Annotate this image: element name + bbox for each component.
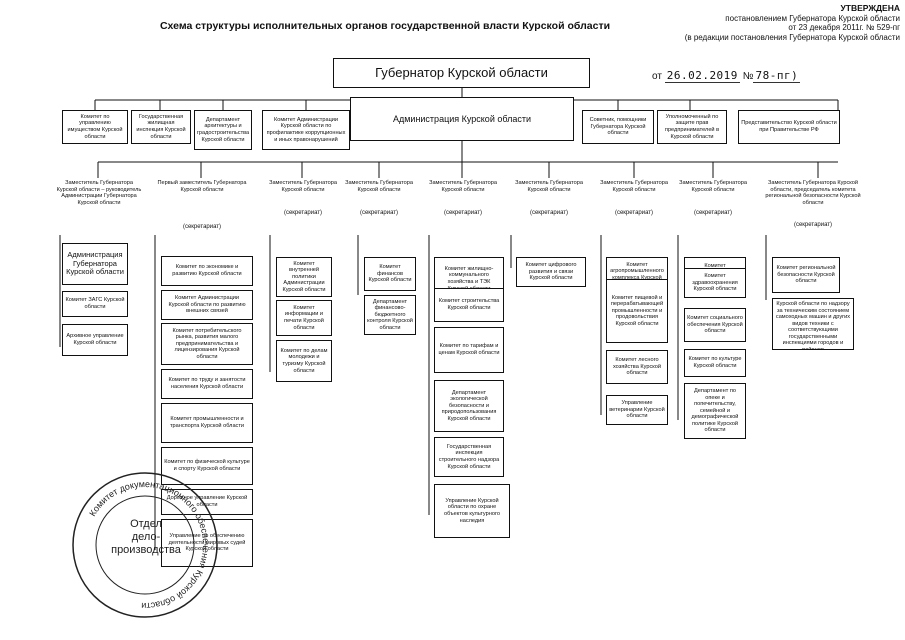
column-1-item-0: Комитет по экономике и развитию Курской … <box>161 256 253 286</box>
column-5-item-0: Комитет цифрового развития и связи Курск… <box>516 257 586 287</box>
top-right-box-2: Представительство Курской области при Пр… <box>738 110 840 144</box>
column-4-item-4: Государственная инспекция строительного … <box>434 437 504 477</box>
page-title: Схема структуры исполнительных органов г… <box>159 20 611 32</box>
column-5-head: Заместитель Губернатора Курской области <box>515 180 583 193</box>
approval-line-3: (в редакции постановления Губернатора Ку… <box>684 32 900 42</box>
column-3-head: Заместитель Губернатора Курской области <box>345 180 413 193</box>
governor-box: Губернатор Курской области <box>333 58 590 88</box>
column-2-item-0: Комитет внутренней политики Администраци… <box>276 257 332 297</box>
column-1-item-5: Комитет по физической культуре и спорту … <box>161 447 253 485</box>
column-6-secretariat: (секретариат) <box>614 210 654 216</box>
number-prefix: № <box>742 71 754 82</box>
column-0-item-2: Архивное управление Курской области <box>62 324 128 356</box>
date-prefix: от <box>652 71 662 82</box>
approval-line-2: от 23 декабря 2011г. № 529-пг <box>788 23 900 32</box>
approval-block: УТВЕРЖДЕНА постановлением Губернатора Ку… <box>630 3 900 42</box>
column-3-secretariat: (секретариат) <box>359 210 399 216</box>
column-4-secretariat: (секретариат) <box>443 210 483 216</box>
column-0-item-1: Комитет ЗАГС Курской области <box>62 291 128 317</box>
stamp-line-1: Отдел <box>130 518 162 530</box>
column-1-secretariat: (секретариат) <box>182 224 222 230</box>
column-1-head: Первый заместитель Губернатора Курской о… <box>157 180 247 193</box>
column-8-secretariat: (секретариат) <box>793 222 833 228</box>
column-2-secretariat: (секретариат) <box>283 210 323 216</box>
top-left-box-0: Комитет по управлению имуществом Курской… <box>62 110 128 144</box>
column-4-head: Заместитель Губернатора Курской области <box>429 180 497 193</box>
column-7-item-4: Департамент по опеке и попечительству, с… <box>684 383 746 439</box>
top-left-box-1: Государственная жилищная инспекция Курск… <box>131 110 191 144</box>
column-1-item-6: Дорожное управление Курской области <box>161 489 253 515</box>
amendment-number: 78-пг) <box>753 69 801 83</box>
column-7-item-1: Комитет здравоохранения Курской области <box>684 268 746 298</box>
column-6-item-1: Комитет пищевой и перерабатывающей промы… <box>606 279 668 343</box>
column-8-head: Заместитель Губернатора Курской области,… <box>765 180 861 206</box>
column-7-item-3: Комитет по культуре Курской области <box>684 349 746 377</box>
column-1-item-7: Управление по обеспечению деятельности м… <box>161 519 253 567</box>
column-1-item-3: Комитет по труду и занятости населения К… <box>161 369 253 399</box>
column-4-item-1: Комитет строительства Курской области <box>434 288 504 322</box>
column-8-item-1: Государственная инспекция Курской област… <box>772 298 854 350</box>
top-right-box-1: Уполномоченный по защите прав предприним… <box>657 110 727 144</box>
amendment-date: 26.02.2019 <box>664 69 740 83</box>
column-7-item-2: Комитет социального обеспечения Курской … <box>684 308 746 342</box>
column-6-item-2: Комитет лесного хозяйства Курской област… <box>606 350 668 384</box>
column-2-item-1: Комитет информации и печати Курской обла… <box>276 300 332 336</box>
column-6-item-3: Управление ветеринарии Курской области <box>606 395 668 425</box>
column-3-item-0: Комитет финансов Курской области <box>364 257 416 291</box>
column-4-item-3: Департамент экологической безопасности и… <box>434 380 504 432</box>
column-1-item-2: Комитет потребительского рынка, развития… <box>161 323 253 365</box>
column-1-item-1: Комитет Администрации Курской области по… <box>161 290 253 320</box>
approval-heading: УТВЕРЖДЕНА <box>840 3 900 13</box>
column-5-secretariat: (секретариат) <box>529 210 569 216</box>
approval-line-1: постановлением Губернатора Курской облас… <box>725 13 900 23</box>
column-4-item-2: Комитет по тарифам и ценам Курской облас… <box>434 327 504 373</box>
column-3-item-1: Департамент финансово-бюджетного контрол… <box>364 295 416 335</box>
column-7-secretariat: (секретариат) <box>693 210 733 216</box>
top-right-box-0: Советник, помощники Губернатора Курской … <box>582 110 654 144</box>
column-0-head: Заместитель Губернатора Курской области … <box>56 180 142 206</box>
top-left-box-3: Комитет Администрации Курской области по… <box>262 110 350 150</box>
stamp-line-2: дело- <box>131 531 161 543</box>
administration-box: Администрация Курской области <box>350 97 574 141</box>
column-2-item-2: Комитет по делам молодежи и туризму Курс… <box>276 340 332 382</box>
column-0-item-0: Администрация Губернатора Курской област… <box>62 243 128 285</box>
column-4-item-5: Управление Курской области по охране объ… <box>434 484 510 538</box>
column-2-head: Заместитель Губернатора Курской области <box>269 180 337 193</box>
office-stamp-seal: Комитет документационного обеспечения Ку… <box>72 472 218 618</box>
stamp-center-text: Отдел дело- производства <box>106 518 186 557</box>
column-8-item-0: Комитет региональной безопасности Курско… <box>772 257 840 293</box>
top-left-box-2: Департамент архитектуры и градостроитель… <box>194 110 252 150</box>
column-7-head: Заместитель Губернатора Курской области <box>679 180 747 193</box>
stamp-line-3: производства <box>111 544 181 556</box>
column-6-head: Заместитель Губернатора Курской области <box>600 180 668 193</box>
column-1-item-4: Комитет промышленности и транспорта Курс… <box>161 403 253 443</box>
